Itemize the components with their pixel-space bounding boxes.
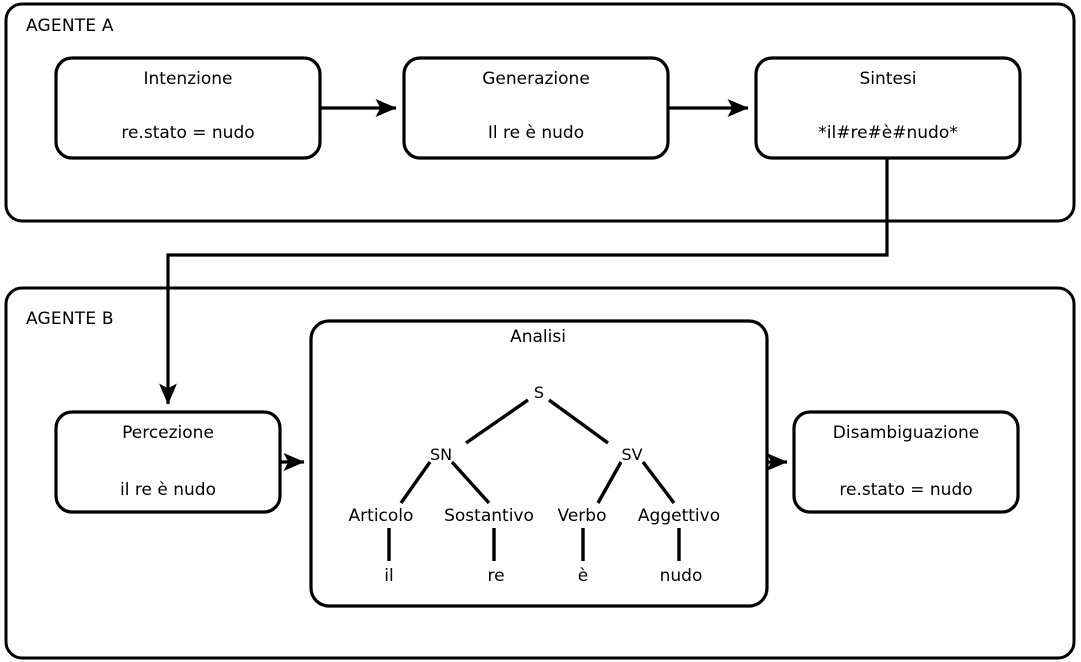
agent-a-frame — [4, 2, 1076, 223]
box-generazione[interactable] — [402, 56, 670, 160]
box-intenzione-content: re.stato = nudo — [121, 123, 255, 143]
arrow-sintesi-to-percezione — [159, 159, 889, 405]
box-disambiguazione-content: re.stato = nudo — [839, 480, 973, 500]
tree-node-s: S — [533, 383, 545, 402]
tree-edge-s-sn — [465, 398, 529, 445]
agent-b-label: AGENTE B — [26, 309, 114, 329]
tree-edge-sn-articolo — [399, 461, 432, 504]
box-generazione-title: Generazione — [482, 69, 590, 89]
tree-node-aggettivo: Aggettivo — [637, 506, 721, 526]
box-sintesi-title: Sintesi — [859, 69, 917, 89]
tree-leaf-re: re — [487, 566, 505, 586]
tree-leaf-e-accent: è — [577, 566, 589, 586]
tree-node-sostantivo: Sostantivo — [444, 506, 534, 526]
agent-a-label: AGENTE A — [26, 16, 114, 36]
box-sintesi-content: *il#re#è#nudo* — [818, 123, 958, 143]
box-disambiguazione-title: Disambiguazione — [832, 423, 980, 443]
box-sintesi[interactable] — [754, 56, 1022, 160]
box-percezione[interactable] — [54, 410, 282, 514]
tree-edge-sv-aggettivo — [641, 460, 676, 505]
tree-edge-sv-verbo — [596, 461, 623, 504]
tree-edge-sn-sostantivo — [450, 460, 491, 505]
box-disambiguazione[interactable] — [792, 410, 1020, 514]
tree-node-articolo: Articolo — [348, 506, 414, 526]
box-analisi[interactable] — [309, 319, 769, 608]
tree-leaf-il: il — [384, 566, 394, 586]
box-generazione-content: Il re è nudo — [487, 123, 585, 143]
box-analisi-title: Analisi — [510, 327, 566, 347]
agent-b-frame — [4, 286, 1076, 660]
tree-node-sv: SV — [621, 445, 643, 464]
tree-leaf-nudo: nudo — [659, 566, 703, 586]
tree-node-verbo: Verbo — [557, 506, 607, 526]
box-intenzione[interactable] — [54, 56, 322, 160]
tree-node-sn: SN — [429, 445, 453, 464]
box-percezione-title: Percezione — [122, 423, 214, 443]
tree-edge-s-sv — [547, 398, 610, 445]
box-percezione-content: il re è nudo — [120, 480, 216, 500]
box-intenzione-title: Intenzione — [143, 69, 233, 89]
